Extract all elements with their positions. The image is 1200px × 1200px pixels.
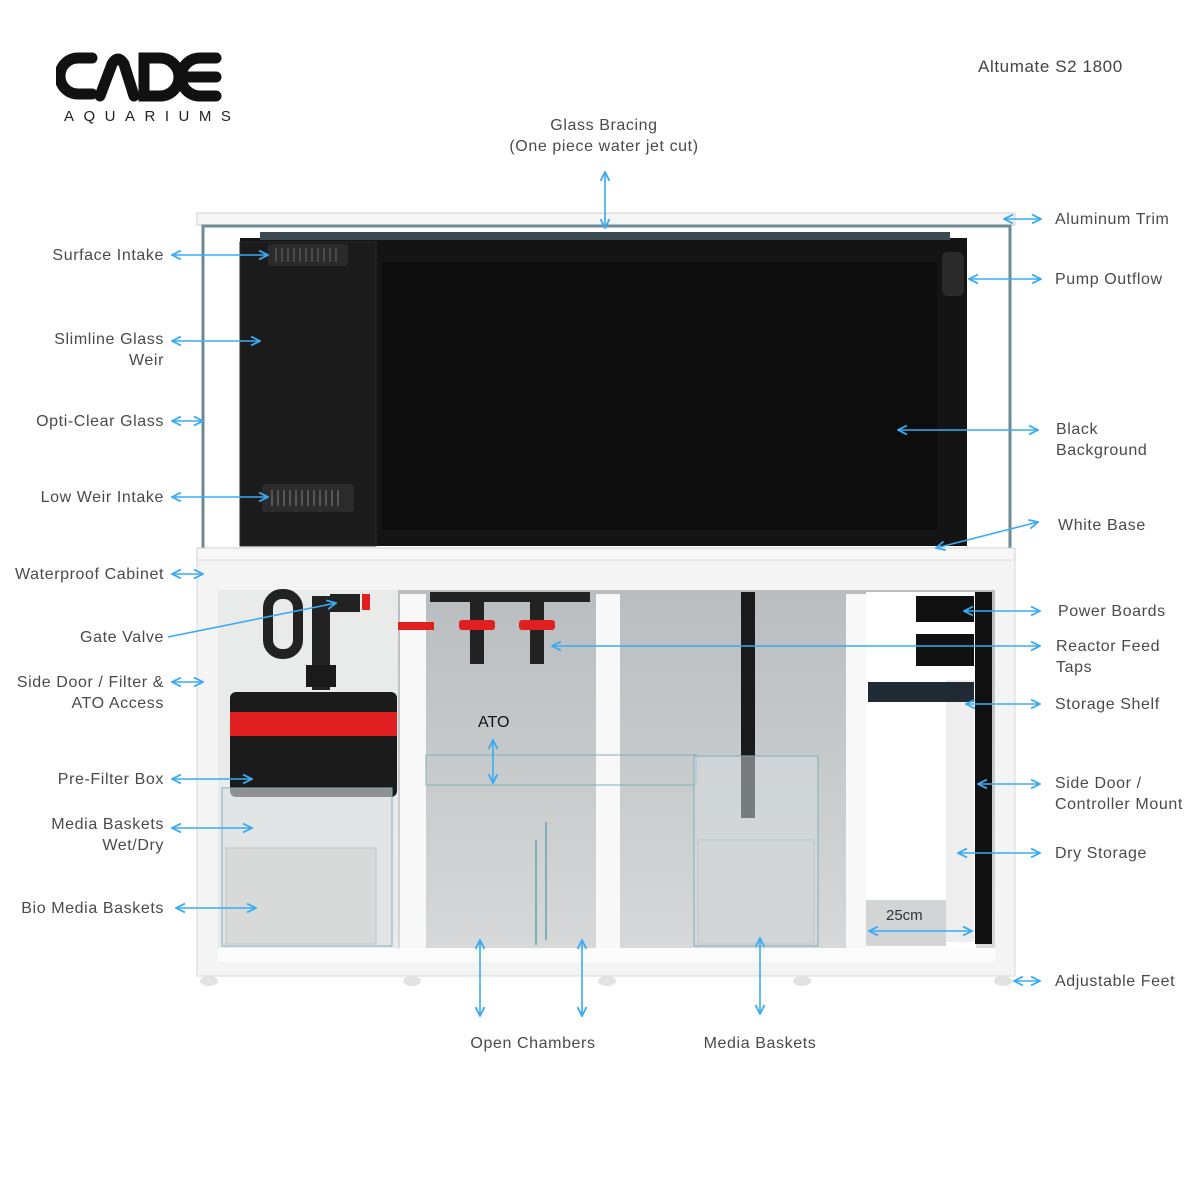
arrow-gate-valve xyxy=(167,603,336,638)
label-media-baskets: Media Baskets xyxy=(703,1035,817,1052)
label-low-weir-intake: Low Weir Intake xyxy=(40,489,164,506)
label-line: Side Door / Filter & xyxy=(16,674,164,691)
product-title: Altumate S2 1800 xyxy=(978,57,1123,76)
label-storage-shelf: Storage Shelf xyxy=(1055,696,1160,713)
label-pre-filter-box: Pre-Filter Box xyxy=(57,771,164,788)
label-pump-outflow: Pump Outflow xyxy=(1055,271,1163,288)
label-line: Media Baskets xyxy=(51,816,164,833)
label-line: Slimline Glass xyxy=(54,331,164,348)
logo-subtitle: AQUARIUMS xyxy=(64,108,241,125)
label-line: Black xyxy=(1056,421,1099,438)
label-line: Side Door / xyxy=(1055,775,1142,792)
label-surface-intake: Surface Intake xyxy=(52,247,164,264)
label-aluminum-trim: Aluminum Trim xyxy=(1055,211,1170,228)
label-line: Background xyxy=(1056,442,1148,459)
label-line: ATO Access xyxy=(71,695,164,712)
label-side-door-filter: Side Door / Filter & ATO Access xyxy=(17,672,164,714)
label-dry-storage: Dry Storage xyxy=(1055,845,1147,862)
label-line: Taps xyxy=(1056,659,1093,676)
label-25cm: 25cm xyxy=(886,907,923,924)
label-white-base: White Base xyxy=(1058,517,1146,534)
label-gate-valve: Gate Valve xyxy=(80,629,164,646)
label-line: Reactor Feed xyxy=(1056,638,1161,655)
display-tank xyxy=(196,212,1016,561)
label-power-boards: Power Boards xyxy=(1058,603,1166,620)
label-bio-media-baskets: Bio Media Baskets xyxy=(21,900,164,917)
label-line: Glass Bracing xyxy=(550,117,658,134)
label-waterproof-cabinet: Waterproof Cabinet xyxy=(15,566,164,583)
cabinet xyxy=(196,559,1016,986)
cade-logo xyxy=(56,52,222,102)
label-line: Wet/Dry xyxy=(102,837,164,854)
arrow-white-base xyxy=(936,522,1038,548)
label-line: Weir xyxy=(129,352,164,369)
callout-arrows xyxy=(167,172,1041,1016)
label-line: Controller Mount xyxy=(1055,796,1183,813)
label-adjustable-feet: Adjustable Feet xyxy=(1055,973,1176,990)
label-side-door-controller: Side Door / Controller Mount xyxy=(1055,773,1183,815)
label-glass-bracing: Glass Bracing (One piece water jet cut) xyxy=(509,115,698,157)
label-open-chambers: Open Chambers xyxy=(470,1035,596,1052)
label-line: (One piece water jet cut) xyxy=(509,138,699,155)
label-opti-clear-glass: Opti-Clear Glass xyxy=(36,413,164,430)
label-ato: ATO xyxy=(478,714,510,731)
